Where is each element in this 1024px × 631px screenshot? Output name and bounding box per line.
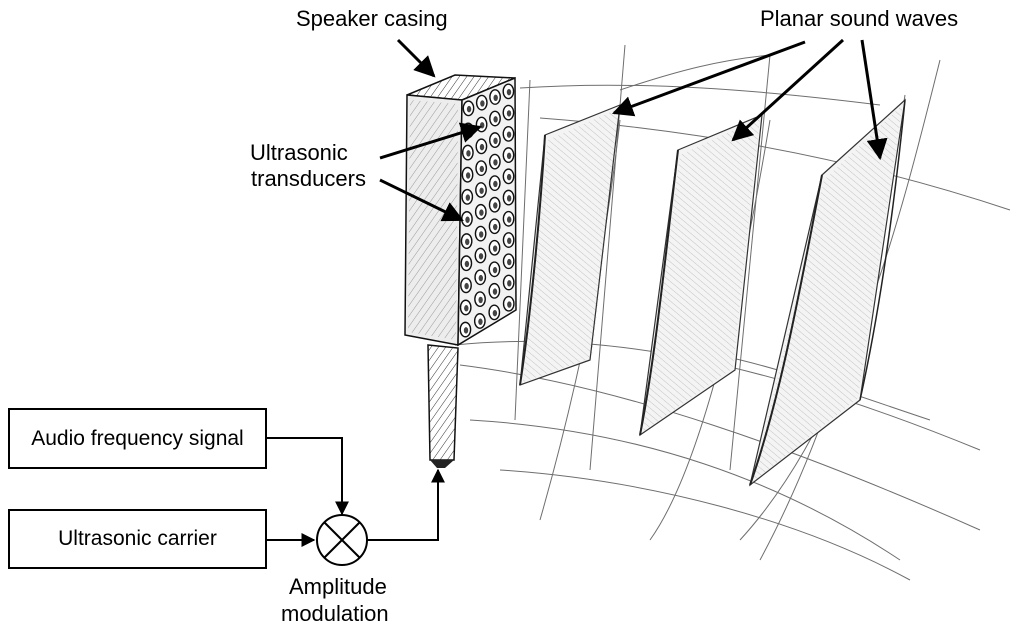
transducer-core — [493, 202, 498, 209]
transducer-core — [506, 110, 512, 117]
transducer-core — [506, 152, 512, 160]
transducer-core — [464, 260, 470, 268]
arrow-transducers-2 — [379, 178, 464, 222]
transducer-core — [493, 116, 498, 123]
arrow-speaker-casing — [396, 38, 436, 78]
transducer-core — [463, 327, 469, 334]
modulated-output-wire — [367, 468, 445, 541]
transducer-core — [507, 258, 512, 266]
transducer-core — [492, 288, 498, 295]
transducer-core — [507, 301, 512, 308]
annotation-arrows — [379, 38, 888, 222]
planar-wave-1 — [519, 104, 621, 386]
transducer-core — [478, 253, 484, 260]
label-modulation: modulation — [281, 601, 389, 626]
transducer-core — [479, 231, 484, 238]
transducer-core — [507, 237, 512, 245]
transducer-core — [493, 159, 498, 166]
ultrasonic-carrier-block: Ultrasonic carrier — [8, 509, 267, 569]
transducer-core — [478, 296, 483, 304]
transducer-core — [465, 216, 470, 223]
speaker-front-face — [457, 76, 517, 347]
arrow-transducers-1 — [379, 122, 483, 160]
audio-signal-wire — [267, 437, 349, 516]
transducer-core — [466, 150, 471, 157]
transducer-core — [506, 88, 512, 96]
signal-flow — [267, 437, 445, 547]
transducer-core — [479, 122, 485, 129]
arrow-wave-2 — [731, 38, 845, 142]
transducer-core — [493, 137, 498, 145]
transducer-core — [466, 105, 472, 113]
ultrasonic-carrier-label: Ultrasonic carrier — [58, 527, 217, 550]
transducer-core — [493, 94, 498, 102]
audio-frequency-signal-block: Audio frequency signal — [8, 408, 267, 469]
speaker-stand — [427, 344, 459, 461]
transducer-core — [478, 274, 484, 282]
transducer-core — [506, 173, 512, 181]
transducer-core — [464, 282, 469, 290]
transducer-core — [479, 209, 484, 216]
label-speaker-casing: Speaker casing — [296, 6, 448, 31]
transducer-core — [506, 195, 512, 202]
transducer-core — [480, 100, 485, 107]
modulator-multiplier-icon — [316, 514, 368, 566]
label-ultrasonic: Ultrasonic — [250, 140, 348, 165]
planar-wave-3 — [749, 98, 906, 487]
label-amplitude: Amplitude — [289, 574, 387, 599]
audio-frequency-signal-label: Audio frequency signal — [31, 426, 244, 450]
transducer-core — [479, 143, 485, 151]
transducer-core — [464, 305, 469, 312]
label-planar-sound-waves: Planar sound waves — [760, 6, 959, 31]
transducer-core — [479, 165, 484, 173]
transducer-core — [493, 180, 498, 188]
transducer-core — [506, 216, 512, 223]
transducer-core — [479, 187, 484, 194]
transducer-core — [492, 309, 498, 317]
transducer-core — [465, 172, 471, 179]
transducer-core — [478, 318, 483, 325]
transducer-core — [492, 266, 498, 274]
transducer-core — [492, 245, 498, 252]
speaker — [404, 74, 517, 468]
transducer-core — [465, 194, 471, 201]
transducer-core — [465, 238, 470, 246]
transducer-core — [493, 223, 498, 231]
arrow-wave-1 — [612, 40, 806, 117]
transducer-core — [506, 131, 512, 138]
label-transducers: transducers — [251, 166, 366, 191]
planar-wave-2 — [639, 114, 763, 437]
transducer-core — [507, 280, 512, 287]
arrow-wave-3 — [860, 39, 888, 161]
